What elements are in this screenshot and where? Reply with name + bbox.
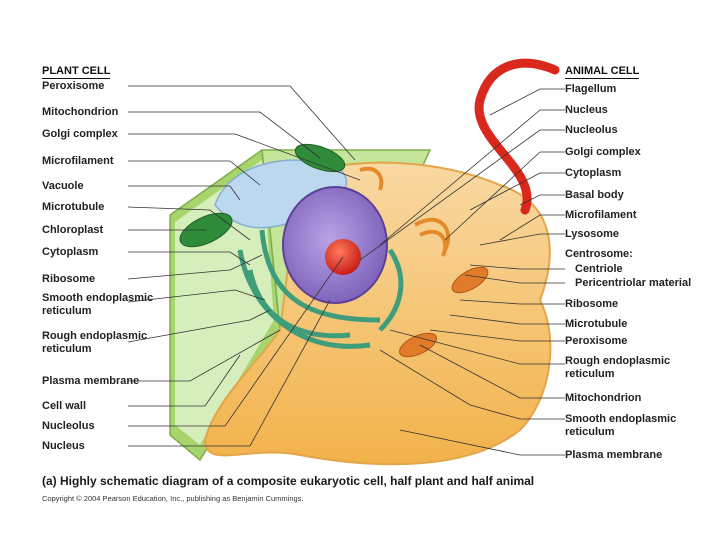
plant-label-ribosome: Ribosome — [42, 273, 96, 285]
animal-label-nucleus: Nucleus — [565, 104, 608, 116]
plant-label-plasma-membrane: Plasma membrane — [42, 375, 140, 387]
plant-cell-header: PLANT CELL — [42, 65, 111, 79]
animal-label-rough-er: Rough endoplasmic reticulum — [565, 355, 671, 380]
animal-cell-header: ANIMAL CELL — [565, 65, 640, 79]
animal-label-microtubule: Microtubule — [565, 318, 628, 330]
animal-label-nucleolus: Nucleolus — [565, 124, 618, 136]
animal-label-peroxisome: Peroxisome — [565, 335, 628, 347]
animal-label-centrosome: Centrosome: — [565, 248, 633, 260]
rough-er-shape — [237, 229, 404, 349]
leader-lines — [127, 85, 565, 456]
animal-label-centriole: Centriole — [575, 263, 623, 275]
animal-label-lysosome: Lysosome — [565, 228, 620, 240]
plant-label-peroxisome: Peroxisome — [42, 80, 105, 92]
animal-label-cytoplasm: Cytoplasm — [565, 167, 622, 179]
animal-label-golgi-complex: Golgi complex — [565, 146, 641, 158]
animal-cell-body — [203, 161, 552, 466]
copyright-notice: Copyright © 2004 Pearson Education, Inc.… — [42, 494, 304, 503]
animal-label-basal-body: Basal body — [565, 189, 624, 201]
plant-label-vacuole: Vacuole — [42, 180, 84, 192]
mitochondrion-shape-2 — [398, 332, 438, 358]
animal-label-ribosome: Ribosome — [565, 298, 619, 310]
flagellum-shape — [474, 58, 560, 215]
plant-label-chloroplast: Chloroplast — [42, 224, 104, 236]
plant-label-nucleolus: Nucleolus — [42, 420, 95, 432]
animal-label-pericentriolar-material: Pericentriolar material — [575, 277, 692, 289]
animal-label-flagellum: Flagellum — [565, 83, 617, 95]
animal-label-smooth-er: Smooth endoplasmic reticulum — [565, 413, 677, 438]
plant-label-golgi-complex: Golgi complex — [42, 128, 118, 140]
plant-label-microfilament: Microfilament — [42, 155, 114, 167]
figure-caption: (a) Highly schematic diagram of a compos… — [42, 474, 535, 488]
mitochondrion-shape — [451, 266, 489, 294]
animal-label-plasma-membrane: Plasma membrane — [565, 449, 663, 461]
animal-label-mitochondrion: Mitochondrion — [565, 392, 642, 404]
plant-label-cell-wall: Cell wall — [42, 400, 87, 412]
plant-label-mitochondrion: Mitochondrion — [42, 106, 119, 118]
plant-label-microtubule: Microtubule — [42, 201, 105, 213]
golgi-shape — [359, 166, 451, 257]
plant-label-cytoplasm: Cytoplasm — [42, 246, 99, 258]
animal-label-microfilament: Microfilament — [565, 209, 637, 221]
plant-label-rough-er: Rough endoplasmic reticulum — [42, 330, 148, 355]
plant-label-smooth-er: Smooth endoplasmic reticulum — [42, 292, 154, 317]
plant-label-nucleus: Nucleus — [42, 440, 85, 452]
